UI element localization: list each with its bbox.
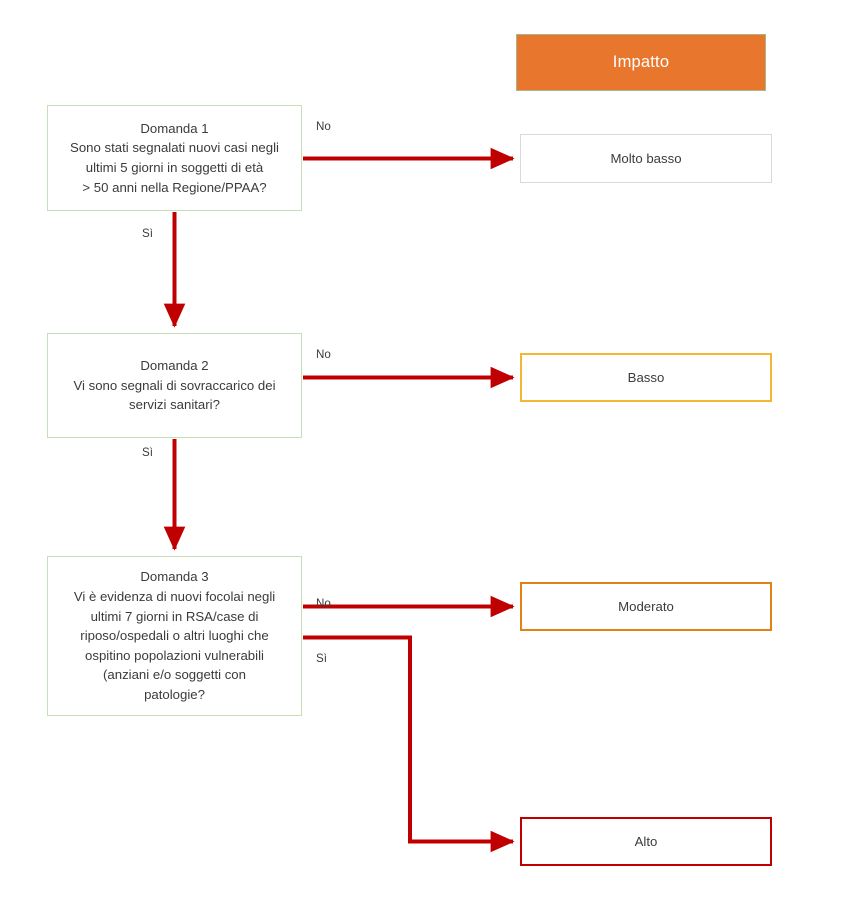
question-text-domanda-2: Domanda 2 Vi sono segnali di sovraccaric… [73, 358, 276, 413]
edge-label-no-1: No [316, 120, 331, 133]
edge-label-si-3: Sì [316, 652, 327, 665]
question-box-domanda-3[interactable]: Domanda 3 Vi è evidenza di nuovi focolai… [47, 556, 302, 716]
outcome-label-basso: Basso [627, 370, 665, 385]
question-text-domanda-3: Domanda 3 Vi è evidenza di nuovi focolai… [73, 569, 276, 702]
outcome-label-moderato: Moderato [618, 599, 674, 614]
question-box-domanda-1[interactable]: Domanda 1 Sono stati segnalati nuovi cas… [47, 105, 302, 211]
edge-label-si-2: Sì [142, 446, 153, 459]
edge-label-no-2: No [316, 348, 331, 361]
question-text-domanda-1: Domanda 1 Sono stati segnalati nuovi cas… [70, 120, 279, 195]
outcome-box-moderato[interactable]: Moderato [520, 582, 772, 631]
outcome-label-alto: Alto [634, 834, 658, 849]
outcome-box-alto[interactable]: Alto [520, 817, 772, 866]
impatto-header-label: Impatto [612, 53, 670, 71]
edge-label-si-1: Sì [142, 227, 153, 240]
edge-line-si-3 [303, 635, 515, 853]
edge-label-no-3: No [316, 597, 331, 610]
outcome-box-molto-basso[interactable]: Molto basso [520, 134, 772, 183]
outcome-box-basso[interactable]: Basso [520, 353, 772, 402]
question-box-domanda-2[interactable]: Domanda 2 Vi sono segnali di sovraccaric… [47, 333, 302, 438]
outcome-label-molto-basso: Molto basso [610, 151, 682, 166]
impatto-header-box: Impatto [516, 34, 766, 91]
